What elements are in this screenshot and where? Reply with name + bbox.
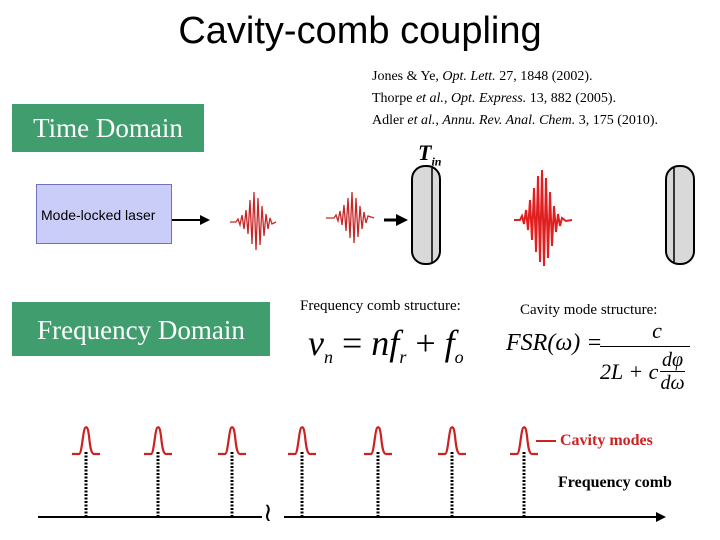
cavity-mode-peak [218,426,246,456]
input-mirror [411,165,441,265]
cavity-mode-peak [72,426,100,456]
cavity-mode-peak [438,426,466,456]
cavity-modes-legend-label: Cavity modes [560,432,653,449]
cavity-mode-peak [364,426,392,456]
fsr-equation-lhs: FSR(ω) = [506,330,603,356]
cavity-mode-peak [144,426,172,456]
frequency-comb-legend-label: Frequency comb [558,474,672,491]
frequency-axis [38,512,666,522]
reference-3: Adler et al., Annu. Rev. Anal. Chem. 3, … [372,113,659,128]
comb-structure-label: Frequency comb structure: [300,298,461,314]
slide-title: Cavity-comb coupling [178,10,542,52]
references: Jones & Ye, Opt. Lett. 27, 1848 (2002). … [372,66,658,132]
pulse-2 [326,191,375,244]
cavity-mode-peak [288,426,316,456]
reference-1: Jones & Ye, Opt. Lett. 27, 1848 (2002). [372,69,593,84]
fsr-equation-fraction: c 2L + c dφ dω [600,318,690,394]
mode-locked-laser-box: Mode-locked laser [36,184,172,244]
cavity-structure-label: Cavity mode structure: [520,302,658,318]
laser-output-arrow [172,215,210,225]
time-domain-label: Time Domain [12,104,204,152]
output-mirror [665,165,695,265]
tin-symbol: Tin [418,140,442,169]
reference-2: Thorpe et al., Opt. Express. 13, 882 (20… [372,91,617,106]
frequency-comb [72,426,538,516]
comb-equation: νn = nfr + fo [308,323,464,368]
intracavity-pulse [514,169,573,267]
pulse-1 [230,191,277,251]
cavity-mode-peak [510,426,538,456]
cavity-input-arrow [384,214,408,226]
frequency-domain-label: Frequency Domain [12,302,270,356]
axis-break-symbol: ≀ [263,498,273,527]
